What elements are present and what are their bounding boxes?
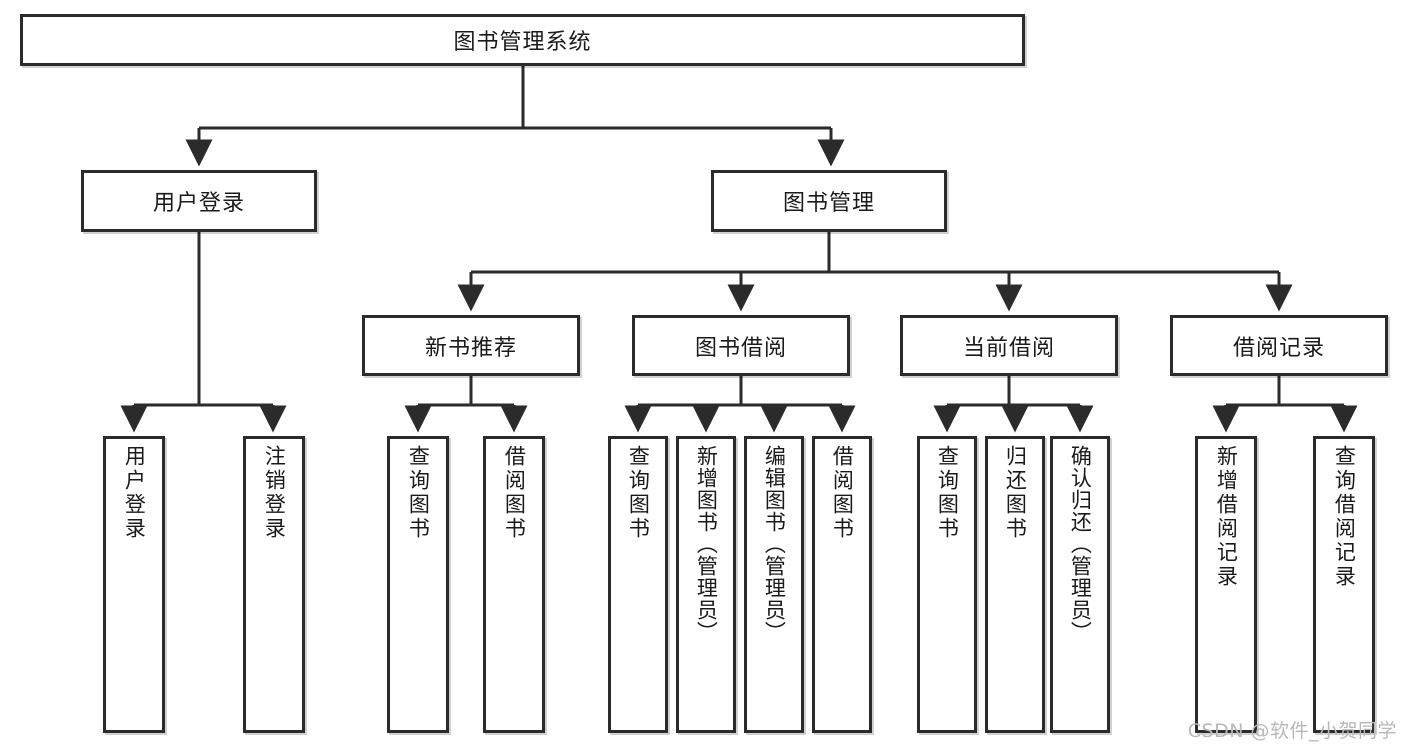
leaf-add-borrow-record[interactable]: 新增借阅记录 <box>1195 436 1257 733</box>
leaf-query-book-newbook[interactable]: 查询图书 <box>387 436 449 733</box>
edges-borrow-to-leaves <box>624 376 856 433</box>
leaf-edit-book-admin[interactable]: 编辑图书（管理员） <box>744 436 804 733</box>
leaf-query-book-borrow[interactable]: 查询图书 <box>608 436 668 733</box>
leaf-logout-label: 注销登录 <box>262 445 287 541</box>
leaf-user-login-label: 用户登录 <box>122 445 147 541</box>
node-book-borrow[interactable]: 图书借阅 <box>632 315 850 376</box>
leaf-logout[interactable]: 注销登录 <box>243 436 305 733</box>
node-book-borrow-label: 图书借阅 <box>694 335 787 361</box>
leaf-edit-book-admin-label: 编辑图书（管理员） <box>762 445 787 643</box>
leaf-query-book-borrow-label: 查询图书 <box>626 445 651 541</box>
leaf-confirm-return-admin-label: 确认归还（管理员） <box>1068 445 1093 643</box>
leaf-add-borrow-record-label: 新增借阅记录 <box>1214 445 1239 589</box>
leaf-borrow-book-newbook[interactable]: 借阅图书 <box>483 436 545 733</box>
node-borrow-record[interactable]: 借阅记录 <box>1170 315 1388 376</box>
node-book-management-label: 图书管理 <box>782 191 875 216</box>
node-user-login-label: 用户登录 <box>152 191 245 216</box>
leaf-query-book-current[interactable]: 查询图书 <box>917 436 977 733</box>
leaf-query-borrow-record-label: 查询借阅记录 <box>1332 445 1357 589</box>
leaf-borrow-book-newbook-label: 借阅图书 <box>502 445 527 541</box>
node-borrow-record-label: 借阅记录 <box>1232 335 1325 361</box>
leaf-add-book-admin[interactable]: 新增图书（管理员） <box>676 436 736 733</box>
edges-newbook-to-leaves <box>404 376 528 433</box>
leaf-borrow-book[interactable]: 借阅图书 <box>812 436 872 733</box>
leaf-return-book-label: 归还图书 <box>1003 445 1028 541</box>
edges-userlogin-to-leaves <box>120 232 287 433</box>
node-current-borrow[interactable]: 当前借阅 <box>900 315 1118 376</box>
edges-bookmgmt-to-level3 <box>457 232 1293 312</box>
edges-current-to-leaves <box>933 376 1094 433</box>
node-root-label: 图书管理系统 <box>453 30 592 55</box>
leaf-user-login[interactable]: 用户登录 <box>103 436 165 733</box>
leaf-add-book-admin-label: 新增图书（管理员） <box>694 445 719 643</box>
leaf-return-book[interactable]: 归还图书 <box>985 436 1045 733</box>
edges-root-to-level2 <box>185 66 845 167</box>
node-new-book-recommend-label: 新书推荐 <box>424 335 517 361</box>
leaf-borrow-book-label: 借阅图书 <box>830 445 855 541</box>
node-book-management[interactable]: 图书管理 <box>711 170 947 232</box>
node-root[interactable]: 图书管理系统 <box>20 14 1025 66</box>
leaf-query-borrow-record[interactable]: 查询借阅记录 <box>1313 436 1375 733</box>
leaf-query-book-current-label: 查询图书 <box>935 445 960 541</box>
watermark-text: CSDN @软件_小贺同学 <box>1187 720 1397 742</box>
edges-record-to-leaves <box>1212 376 1358 433</box>
node-new-book-recommend[interactable]: 新书推荐 <box>362 315 580 376</box>
node-current-borrow-label: 当前借阅 <box>962 335 1055 361</box>
leaf-confirm-return-admin[interactable]: 确认归还（管理员） <box>1050 436 1110 733</box>
leaf-query-book-newbook-label: 查询图书 <box>406 445 431 541</box>
node-user-login[interactable]: 用户登录 <box>81 170 317 232</box>
